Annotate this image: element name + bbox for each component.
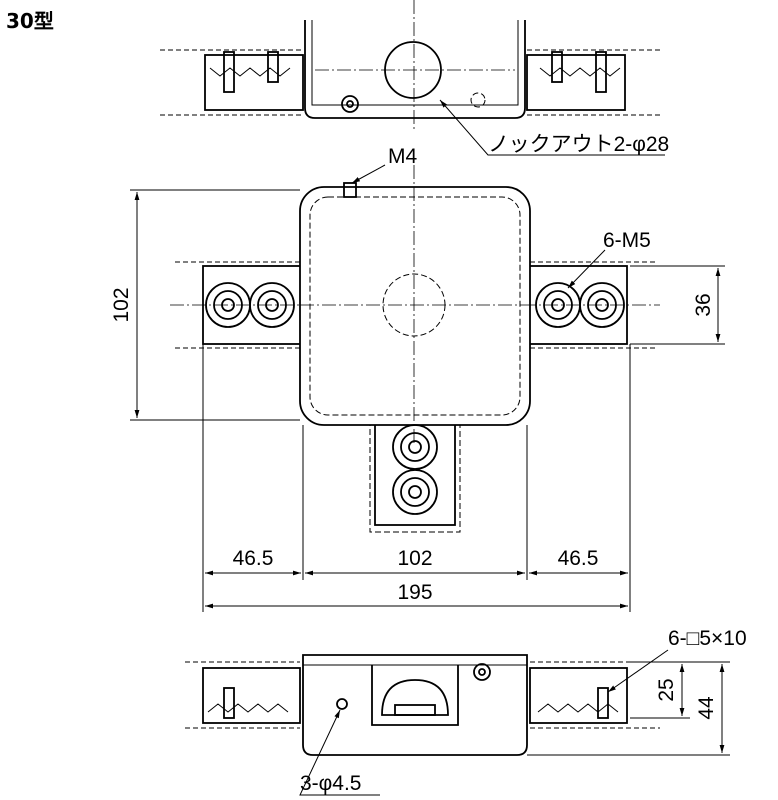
drawing-title: 30型 bbox=[6, 9, 54, 33]
dim-right-ext: 46.5 bbox=[558, 547, 599, 570]
dim-depth-total: 44 bbox=[695, 696, 718, 720]
slot-label: 6-□5×10 bbox=[668, 627, 747, 650]
dim-depth-inner: 25 bbox=[655, 678, 678, 701]
dim-total-width: 195 bbox=[397, 581, 432, 604]
dim-box-width: 102 bbox=[397, 547, 432, 570]
m4-label: M4 bbox=[388, 145, 417, 168]
dim-box-height: 102 bbox=[110, 287, 133, 322]
plan-view bbox=[170, 165, 660, 533]
side-view bbox=[185, 654, 730, 756]
dim-left-ext: 46.5 bbox=[233, 547, 274, 570]
left-rail bbox=[204, 54, 304, 111]
top-view bbox=[160, 0, 660, 130]
knockout-label: ノックアウト2-φ28 bbox=[488, 133, 669, 156]
box-body bbox=[299, 186, 531, 426]
m4-screw bbox=[343, 182, 357, 198]
m5-screws bbox=[205, 282, 625, 515]
bottom-mount-rail bbox=[374, 409, 456, 526]
knockout-circle bbox=[384, 41, 442, 99]
dim-rail-width: 36 bbox=[692, 293, 715, 316]
dimensions bbox=[130, 189, 725, 612]
m5-label: 6-M5 bbox=[603, 229, 651, 252]
right-rail bbox=[526, 54, 626, 111]
holes-label: 3-φ4.5 bbox=[300, 772, 361, 795]
